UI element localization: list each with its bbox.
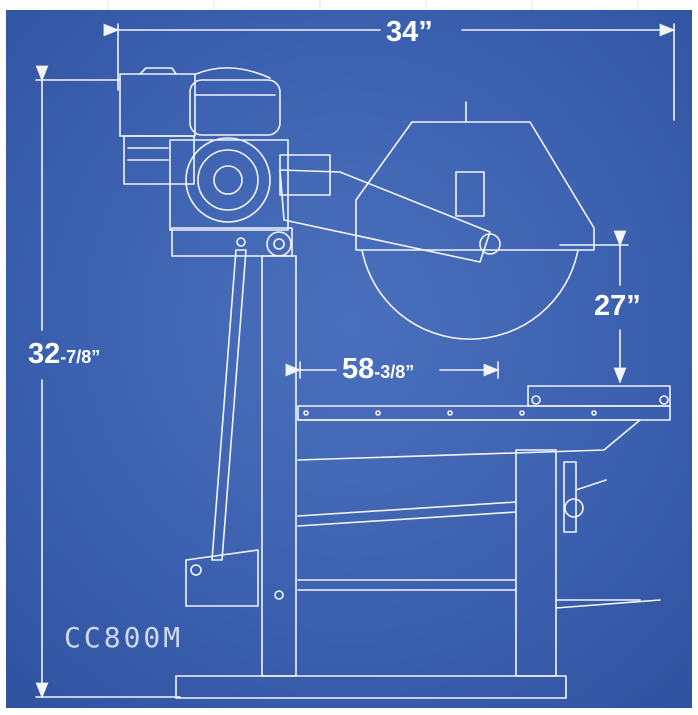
height-dimension: 32-7/8” [28,340,100,369]
height-dimension-fraction: -7/8” [60,347,101,367]
table-length-dimension: 58-3/8” [342,355,414,384]
blade-height-dimension: 27” [594,292,641,321]
width-dimension-value: 34” [386,16,433,48]
table-length-main: 58 [342,353,375,385]
width-dimension: 34” [386,18,433,47]
table-length-fraction: -3/8” [374,362,415,382]
blade-height-value: 27” [594,290,641,322]
model-label: CC800M [64,621,184,654]
height-dimension-main: 32 [28,338,61,370]
